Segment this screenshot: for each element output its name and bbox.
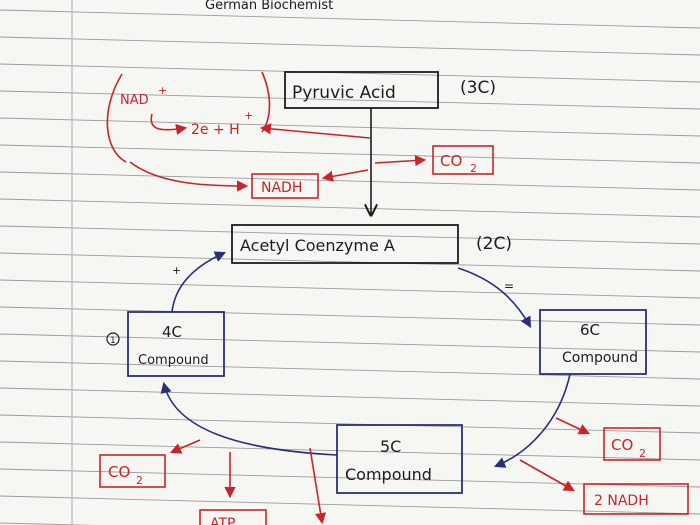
- atp-label: ATP: [210, 516, 235, 525]
- tick-dash: =: [504, 279, 514, 293]
- arrow-to-co2-right: [555, 417, 591, 435]
- tick-plus: +: [172, 264, 181, 277]
- co2-right-box: [603, 427, 661, 461]
- arrow-acetyl-to-6c: [457, 267, 532, 328]
- acetyl-coa-label: Acetyl Coenzyme A: [240, 236, 395, 255]
- nad-bracket: [106, 73, 127, 163]
- rule-line: [0, 117, 700, 137]
- compound-4c-label: Compound: [138, 353, 209, 368]
- arrow-to-electrons: [259, 123, 371, 139]
- proton-superscript: +: [244, 109, 253, 122]
- rule-line: [0, 414, 700, 434]
- nadh-label: NADH: [261, 180, 302, 196]
- nadh-right-label: 2 NADH: [594, 493, 649, 509]
- co2-top-box: [432, 145, 494, 175]
- compound-6c-carbons: 6C: [580, 321, 600, 339]
- co2-left-label: CO: [108, 463, 130, 481]
- rule-line: [0, 144, 700, 164]
- rule-line: [0, 90, 700, 110]
- arrow-6c-to-5c: [493, 373, 571, 468]
- pyruvic-acid-label: Pyruvic Acid: [292, 83, 396, 103]
- arrow-to-nadh: [129, 161, 249, 192]
- compound-4c-carbons: 4C: [162, 323, 182, 341]
- arrow-to-nadh-right: [519, 459, 575, 492]
- electrons-label: 2e + H: [191, 122, 240, 138]
- header-text: German Biochemist: [205, 0, 333, 13]
- rule-line: [0, 360, 700, 380]
- compound-6c-box: [539, 309, 647, 375]
- arrow-4c-to-acetyl: [171, 251, 227, 313]
- arrow-down-offpage: [309, 447, 327, 525]
- pyruvic-carbon-count: (3C): [460, 78, 496, 98]
- co2-right-subscript: 2: [639, 447, 646, 460]
- compound-5c-label: Compound: [345, 465, 432, 484]
- acetyl-coa-box: [231, 224, 459, 264]
- rule-line: [0, 171, 700, 191]
- nadh-box: [251, 173, 319, 199]
- arrow-nad-to-electrons: [150, 113, 188, 135]
- nad-plus-superscript: +: [158, 84, 167, 97]
- rule-line: [0, 225, 700, 245]
- compound-6c-label: Compound: [562, 350, 638, 366]
- co2-left-box: [99, 454, 166, 488]
- co2-top-label: CO: [440, 152, 462, 170]
- ruled-lines: [0, 9, 700, 525]
- rule-line: [0, 252, 700, 272]
- rule-line: [0, 36, 700, 56]
- rule-line: [0, 441, 700, 461]
- pyruvic-acid-box: [284, 71, 439, 109]
- step-marker-circle: [106, 332, 120, 346]
- nad-plus-label: NAD: [120, 93, 149, 108]
- atp-box: [199, 509, 267, 525]
- step-marker-number: 1: [110, 336, 116, 346]
- rule-line: [0, 279, 700, 299]
- acetyl-carbon-count: (2C): [476, 234, 512, 254]
- co2-top-subscript: 2: [470, 162, 477, 175]
- compound-5c-carbons: 5C: [380, 437, 401, 456]
- co2-right-label: CO: [611, 436, 633, 454]
- electron-bracket: [261, 71, 271, 133]
- nadh-right-box: [583, 483, 689, 515]
- arrow-to-co2-top: [374, 154, 427, 167]
- rule-line: [0, 306, 700, 326]
- compound-4c-box: [127, 311, 225, 377]
- arrow-5c-to-4c: [160, 381, 338, 456]
- co2-left-subscript: 2: [136, 474, 143, 487]
- arrow-pyruvic-to-nadh: [321, 169, 369, 182]
- arrow-to-co2-left: [169, 439, 201, 454]
- rule-line: [0, 63, 700, 83]
- rule-line: [0, 9, 700, 29]
- rule-line: [0, 387, 700, 407]
- compound-5c-box: [336, 424, 463, 494]
- rule-line: [0, 198, 700, 218]
- rule-line: [0, 333, 700, 353]
